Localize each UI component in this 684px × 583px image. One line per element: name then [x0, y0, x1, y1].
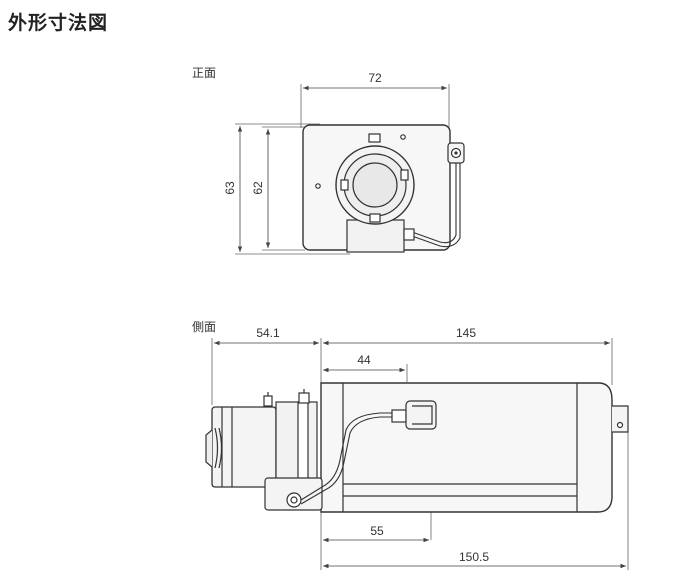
page-title: 外形寸法図 [8, 12, 109, 34]
side-total-length-label: 150.5 [459, 550, 489, 564]
front-height-inner-label: 62 [251, 181, 265, 195]
front-view [235, 84, 465, 255]
side-bottom-offset-label: 55 [370, 524, 384, 538]
side-view [205, 338, 629, 570]
side-body [320, 382, 613, 513]
front-width-label: 72 [368, 71, 382, 85]
side-lens-length-label: 54.1 [256, 326, 280, 340]
front-height-outer-label: 63 [223, 181, 237, 195]
side-top-offset-label: 44 [357, 353, 371, 367]
side-view-label: 側面 [192, 320, 217, 334]
front-view-label: 正面 [192, 66, 217, 80]
side-body-length-label: 145 [456, 326, 476, 340]
